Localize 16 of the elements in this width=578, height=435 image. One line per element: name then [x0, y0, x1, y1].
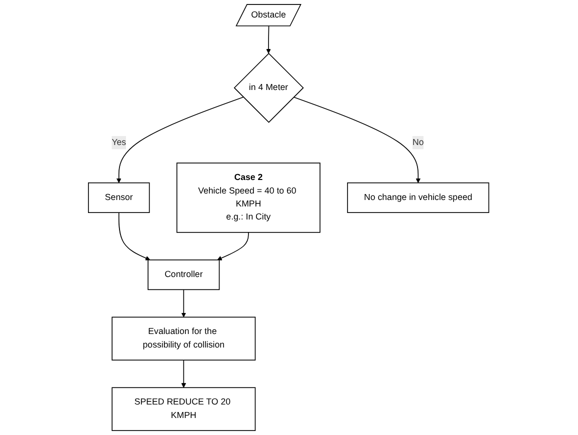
arrow — [182, 360, 186, 388]
node-box: Sensor — [88, 182, 150, 213]
arrow — [182, 289, 186, 318]
arrow — [116, 96, 244, 184]
node-box: SPEED REDUCE TO 20 KMPH — [112, 387, 256, 431]
node-box: Evaluation for the possibility of collision — [112, 316, 256, 361]
node-box: Controller — [148, 260, 220, 290]
node-diamond: in 4 Meter — [234, 52, 304, 123]
arrow — [266, 26, 272, 54]
arrow — [118, 212, 151, 260]
node-box: No change in vehicle speed — [348, 182, 490, 213]
arrow — [294, 96, 421, 184]
node-box: Case 2 Vehicle Speed = 40 to 60 KMPH e.g.: In City — [176, 162, 321, 233]
arrow — [217, 232, 250, 260]
edge-label: No — [412, 138, 424, 148]
edge-label: Yes — [112, 138, 126, 148]
